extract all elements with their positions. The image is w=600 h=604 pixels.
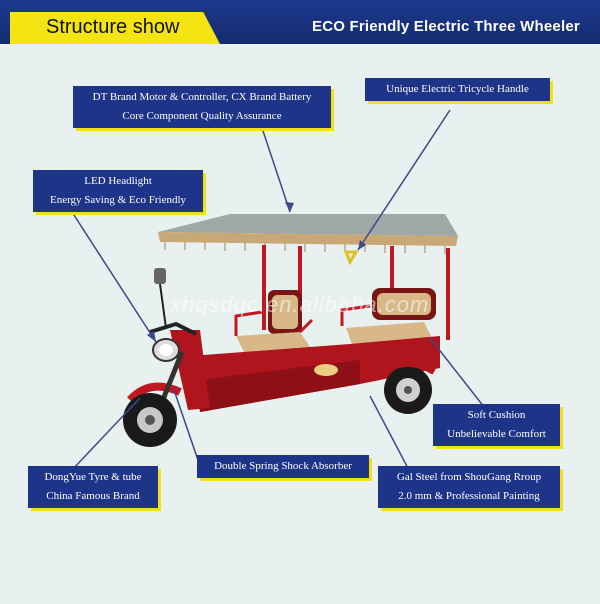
callout-cushion-line1: Soft Cushion (467, 409, 526, 421)
pointer-cushion (429, 337, 489, 413)
callout-headlight-line2: Energy Saving & Eco Friendly (49, 194, 187, 206)
pointer-steel (369, 395, 411, 473)
page-title: ECO Friendly Electric Three Wheeler (312, 18, 580, 35)
callout-motor-line2: Core Component Quality Assurance (122, 110, 282, 122)
pointer-tyre (71, 397, 141, 471)
grab-handle (343, 250, 359, 266)
header-tab-label: Structure show (46, 16, 180, 38)
rear-seat-cushion (346, 322, 432, 344)
mirror (154, 268, 166, 284)
callout-shock-line1: Double Spring Shock Absorber (214, 460, 352, 472)
canopy-fringe (158, 232, 458, 246)
callout-tyre-line2: China Famous Brand (46, 490, 140, 502)
callout-motor: DT Brand Motor & Controller, CX Brand Ba… (73, 86, 331, 128)
front-fender (127, 382, 182, 403)
pointer-handle (357, 109, 451, 251)
watermark: xhqsdqc.en.alibaba.com (170, 292, 430, 317)
callout-shock: Double Spring Shock Absorber (197, 455, 369, 478)
pointer-headlight (71, 211, 157, 343)
callout-cushion-line2: Unbelievable Comfort (447, 428, 546, 440)
callout-steel-line1: Gal Steel from ShouGang Rroup (396, 471, 542, 483)
header-tab: Structure show (10, 12, 220, 44)
pointer-motor (261, 127, 291, 213)
emblem (314, 364, 338, 376)
callout-handle-line1: Unique Electric Tricycle Handle (386, 83, 529, 95)
callout-headlight: LED Headlight Energy Saving & Eco Friend… (33, 170, 203, 212)
callout-steel: Gal Steel from ShouGang Rroup 2.0 mm & P… (378, 466, 560, 508)
callout-motor-line1: DT Brand Motor & Controller, CX Brand Ba… (92, 91, 312, 103)
callout-handle: Unique Electric Tricycle Handle (365, 78, 550, 101)
header-bar: Structure show ECO Friendly Electric Thr… (0, 0, 600, 44)
pointer-shock (173, 389, 201, 467)
callout-cushion: Soft Cushion Unbelievable Comfort (433, 404, 560, 446)
callout-steel-line2: 2.0 mm & Professional Painting (398, 490, 540, 502)
canopy-roof (158, 214, 458, 236)
callout-headlight-line1: LED Headlight (84, 175, 152, 187)
handlebar (149, 321, 197, 336)
callout-tyre-line1: DongYue Tyre & tube (44, 471, 142, 483)
callout-tyre: DongYue Tyre & tube China Famous Brand (28, 466, 158, 508)
